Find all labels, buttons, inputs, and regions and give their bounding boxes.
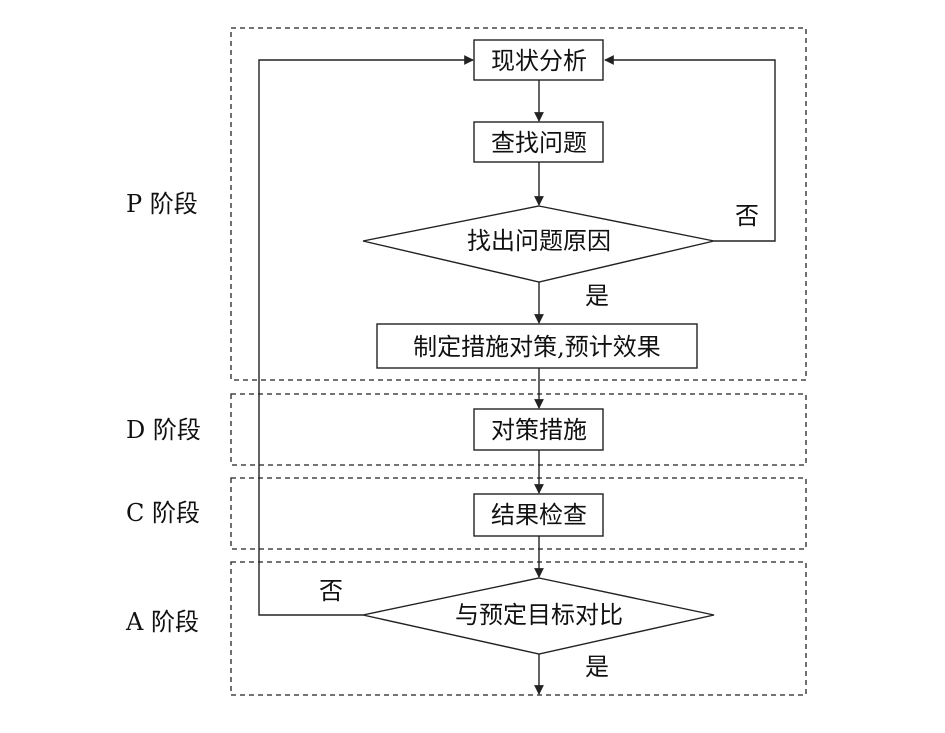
label-cause-yes: 是: [585, 282, 609, 310]
label-compare-no: 否: [319, 577, 343, 605]
svg-text:与预定目标对比: 与预定目标对比: [455, 601, 623, 629]
node-status-analysis: 现状分析: [473, 39, 604, 81]
edge-cause-no-loop: [604, 55, 776, 242]
svg-text:现状分析: 现状分析: [491, 47, 587, 75]
svg-text:对策措施: 对策措施: [491, 416, 587, 444]
label-compare-yes: 是: [585, 653, 609, 681]
node-implement: 对策措施: [473, 408, 604, 451]
phase-a-box: [230, 561, 807, 696]
node-find-cause-decision: 找出问题原因: [362, 205, 715, 283]
edge-compare-no-loop: [258, 55, 474, 616]
phase-p-label: P 阶段: [126, 190, 198, 218]
svg-text:找出问题原因: 找出问题原因: [467, 227, 611, 255]
phase-a-label: A 阶段: [125, 608, 199, 636]
svg-text:制定措施对策,预计效果: 制定措施对策,预计效果: [413, 333, 661, 361]
node-find-problem: 查找问题: [473, 121, 604, 163]
label-cause-no: 否: [735, 202, 759, 230]
phase-c-label: C 阶段: [126, 499, 200, 527]
phase-p-box: [230, 27, 807, 381]
node-check-results: 结果检查: [473, 493, 604, 537]
svg-text:结果检查: 结果检查: [491, 501, 587, 529]
svg-text:查找问题: 查找问题: [491, 129, 587, 157]
node-plan-measures: 制定措施对策,预计效果: [376, 323, 698, 369]
node-compare-goal-decision: 与预定目标对比: [362, 577, 715, 655]
phase-d-label: D 阶段: [126, 416, 201, 444]
